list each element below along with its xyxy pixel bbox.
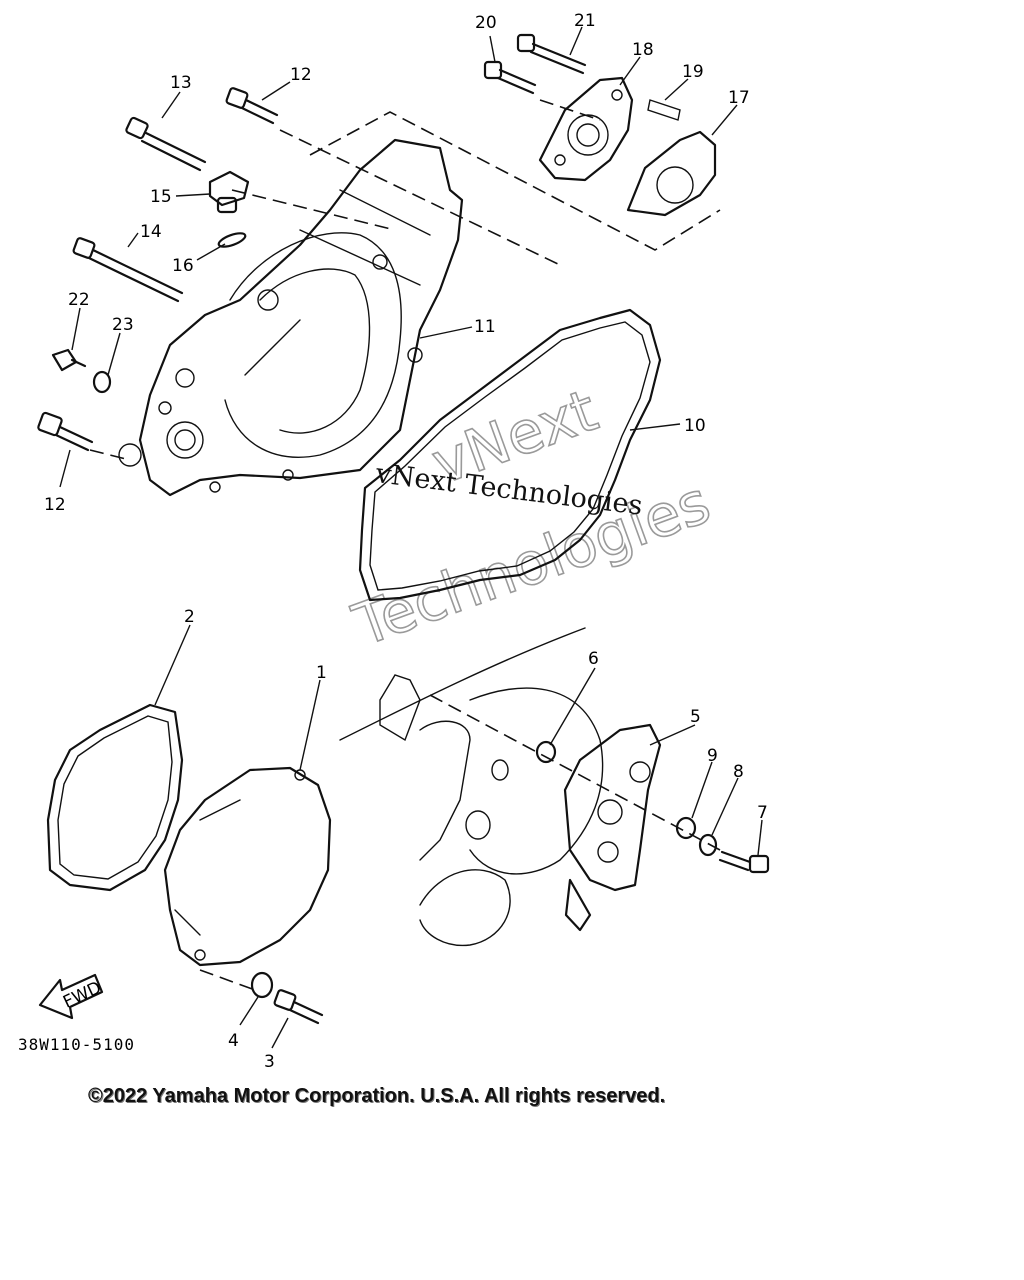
collar-6 — [535, 740, 557, 764]
bolt-22 — [51, 348, 87, 372]
callout-4: 4 — [228, 1031, 239, 1051]
callout-21: 21 — [574, 11, 596, 31]
part-code: 38W110-5100 — [18, 1035, 135, 1054]
screw-3 — [273, 989, 324, 1025]
generator-cover — [163, 766, 332, 967]
reference-lines — [89, 99, 721, 991]
callout-17: 17 — [728, 88, 750, 108]
engine-context — [339, 627, 604, 947]
callout-11: 11 — [474, 317, 496, 337]
o-ring-16 — [217, 232, 247, 248]
bolt-12-left — [37, 411, 94, 452]
callout-13: 13 — [170, 73, 192, 93]
callout-22: 22 — [68, 290, 90, 310]
generator-gasket — [46, 703, 184, 892]
bolt-14 — [72, 237, 184, 303]
callout-3: 3 — [264, 1052, 275, 1072]
bolt-12-top — [225, 87, 279, 125]
bolt-21 — [516, 33, 587, 75]
callout-2: 2 — [184, 607, 195, 627]
copyright-notice: ©2022 Yamaha Motor Corporation. U.S.A. A… — [88, 1085, 666, 1107]
callout-16: 16 — [172, 256, 194, 276]
callout-1: 1 — [316, 663, 327, 683]
fwd-arrow-icon: FWD — [38, 973, 105, 1020]
callout-23: 23 — [112, 315, 134, 335]
washer-23 — [92, 370, 112, 394]
bolt-20 — [483, 60, 537, 95]
watermark: vNext Technologies vNext Technologies — [343, 375, 719, 660]
washer-4 — [250, 971, 274, 999]
callouts: 13 12 15 14 16 22 23 12 11 10 20 21 18 1… — [44, 11, 768, 1072]
crankcase-cover — [118, 138, 464, 497]
pump-pin-19 — [647, 99, 681, 121]
callout-10: 10 — [684, 416, 706, 436]
bolt-13 — [125, 116, 207, 172]
cover-gasket — [358, 308, 662, 602]
callout-15: 15 — [150, 187, 172, 207]
callout-6: 6 — [588, 649, 599, 669]
callout-19: 19 — [682, 62, 704, 82]
callout-14: 14 — [140, 222, 162, 242]
bracket-5 — [563, 723, 662, 932]
washer-9 — [675, 816, 697, 840]
leader-lines — [59, 26, 763, 1049]
callout-12-left: 12 — [44, 495, 66, 515]
callout-18: 18 — [632, 40, 654, 60]
washer-8 — [698, 833, 718, 857]
bolt-7 — [718, 850, 770, 874]
callout-9: 9 — [707, 746, 718, 766]
oil-filler-cap-15 — [208, 170, 250, 214]
water-pump-housing — [538, 76, 634, 182]
water-pump-gasket — [626, 130, 717, 217]
callout-5: 5 — [690, 707, 701, 727]
fwd-label: FWD — [60, 978, 104, 1013]
callout-20: 20 — [475, 13, 497, 33]
callout-7: 7 — [757, 803, 768, 823]
callout-12-top: 12 — [290, 65, 312, 85]
callout-8: 8 — [733, 762, 744, 782]
